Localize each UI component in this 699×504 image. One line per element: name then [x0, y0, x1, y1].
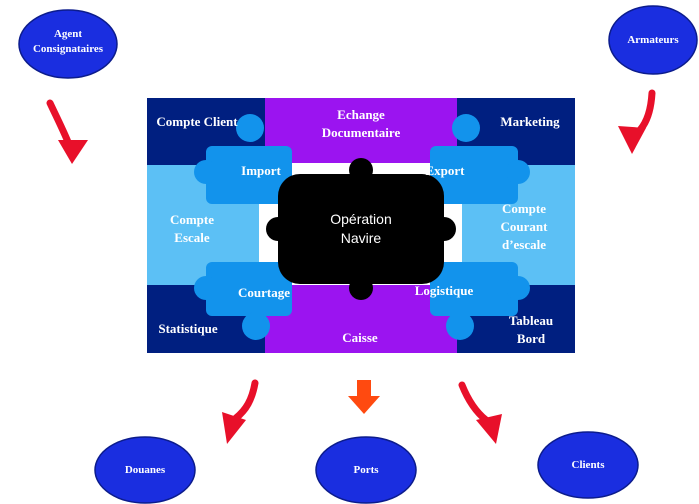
- statistique-label: Statistique: [158, 321, 218, 336]
- armateurs-label: Armateurs: [627, 34, 679, 46]
- compte-escale-label: Compte Escale: [169, 212, 215, 246]
- operation-navire-label: Opération Navire: [330, 211, 392, 246]
- tableau-bord-label: Tableau Bord: [508, 313, 554, 347]
- marketing-label: Marketing: [500, 114, 560, 129]
- arrow-top-left-icon: [46, 99, 88, 164]
- compte-courant-escale-label: Compte Courant d’escale: [500, 201, 548, 253]
- caisse-label: Caisse: [342, 330, 378, 345]
- compte-client-label: Compte Client: [156, 114, 238, 129]
- echange-documentaire-label: Echange Documentaire: [321, 107, 401, 141]
- ports-ellipse: [315, 436, 417, 504]
- arrow-top-right-icon: [618, 89, 656, 154]
- clients-label: Clients: [571, 459, 605, 471]
- clients-ellipse: [537, 431, 639, 499]
- import-label: Import: [241, 163, 281, 178]
- douanes-ellipse: [94, 436, 196, 504]
- puzzle-board: [147, 98, 575, 353]
- agent-consignataires-label: Agent Consignataires: [32, 28, 104, 55]
- arrow-down-icon: [348, 380, 380, 414]
- armateurs-ellipse: [608, 5, 698, 75]
- export-label: Export: [425, 163, 465, 178]
- agent-consignataires-ellipse: [18, 9, 118, 79]
- ports-label: Ports: [353, 464, 379, 476]
- arrow-bottom-right-icon: [458, 381, 502, 444]
- douanes-label: Douanes: [124, 464, 166, 476]
- logistique-label: Logistique: [414, 283, 474, 298]
- arrow-bottom-left-icon: [222, 379, 259, 444]
- courtage-label: Courtage: [238, 285, 290, 300]
